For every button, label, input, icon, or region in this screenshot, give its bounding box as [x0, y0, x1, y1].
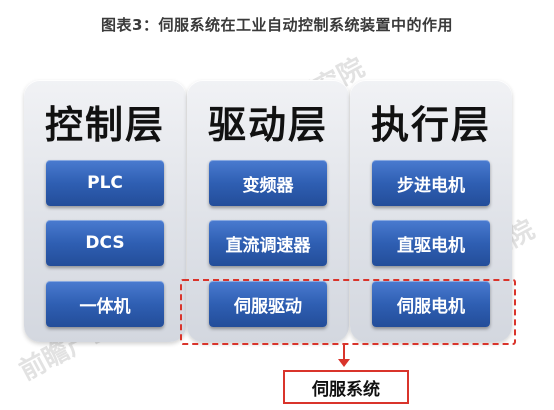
stepper-motor-box: 步进电机 [372, 160, 490, 206]
execution-layer-panel: 执行层 步进电机 直驱电机 伺服电机 [350, 80, 512, 342]
servo-highlight-dashed-box [180, 279, 516, 345]
dc-speed-controller-box: 直流调速器 [209, 220, 327, 266]
plc-box: PLC [46, 160, 164, 206]
execution-layer-heading: 执行层 [370, 103, 491, 147]
control-layer-heading: 控制层 [44, 103, 165, 147]
drive-layer-panel: 驱动层 变频器 直流调速器 伺服驱动 [187, 80, 349, 342]
servo-system-label: 伺服系统 [283, 370, 409, 404]
control-layer-panel: 控制层 PLC DCS 一体机 [24, 80, 186, 342]
inverter-box: 变频器 [209, 160, 327, 206]
servo-drive-box: 伺服驱动 [209, 281, 327, 327]
servo-motor-box: 伺服电机 [372, 281, 490, 327]
all-in-one-box: 一体机 [46, 281, 164, 327]
direct-drive-motor-box: 直驱电机 [372, 220, 490, 266]
down-arrow-icon [338, 359, 350, 367]
drive-layer-heading: 驱动层 [207, 103, 328, 147]
connector-line [343, 343, 345, 361]
dcs-box: DCS [46, 220, 164, 266]
figure-title: 图表3：伺服系统在工业自动控制系统装置中的作用 [101, 16, 453, 34]
